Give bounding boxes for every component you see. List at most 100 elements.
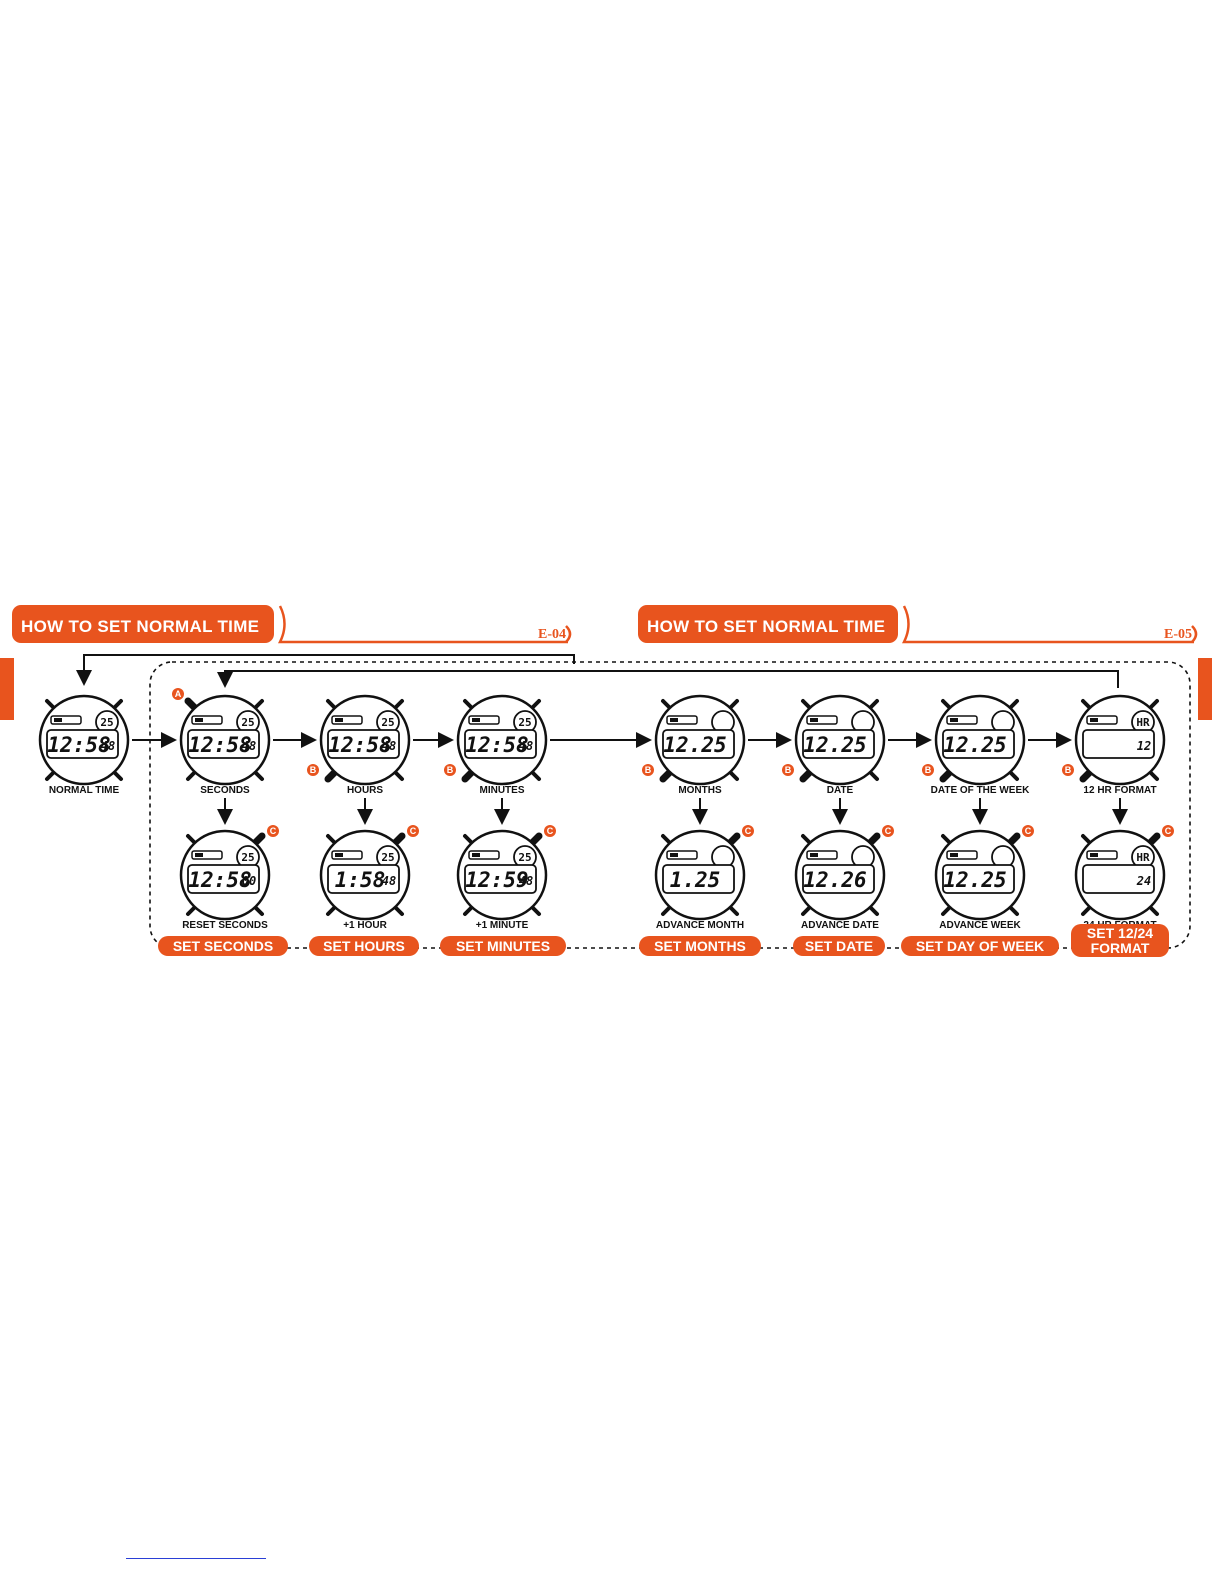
button-b-icon: B [782,764,794,776]
lcd-small-digits: 12 [1137,739,1151,753]
step-label-pill: SET MONTHS [639,936,761,956]
button-letter: B [447,765,454,775]
header-title: HOW TO SET NORMAL TIME [21,617,259,636]
button-b-icon: B [922,764,934,776]
button-b-icon: B [444,764,456,776]
circle-indicator: 25 [381,716,394,729]
lcd-main-digits: 12:58 [328,733,391,757]
step-label: SET MONTHS [654,938,746,954]
step-label: SET DAY OF WEEK [916,938,1044,954]
watch-caption: ADVANCE MONTH [656,920,744,931]
lcd-small-digits: 48 [242,739,256,753]
header-title: HOW TO SET NORMAL TIME [647,617,885,636]
circle-indicator: 25 [518,716,531,729]
button-b-icon: B [1062,764,1074,776]
step-label: SET MINUTES [456,938,550,954]
lcd-small-digits: 48 [519,739,533,753]
lcd-main-digits: 12.25 [943,868,1006,892]
section-header-right: HOW TO SET NORMAL TIME E-05 [638,605,1198,644]
bottom-watch-6: HR2424 HR FORMATC [1074,825,1174,931]
button-letter: B [310,765,317,775]
button-letter: C [547,826,554,836]
step-label-pill: SET MINUTES [440,936,566,956]
button-letter: B [1065,765,1072,775]
lcd-small-digits: 48 [519,874,533,888]
button-letter: C [745,826,752,836]
watch-display: 1.25 [654,829,746,921]
lcd-small-digits: 00 [242,874,256,888]
button-letter: A [175,689,182,699]
button-letter: C [1025,826,1032,836]
watch-caption: ADVANCE DATE [801,920,879,931]
lcd-small-digits: 48 [382,739,396,753]
watch-caption: RESET SECONDS [182,920,268,931]
lcd-main-digits: 12:58 [47,733,110,757]
step-label-pill: SET DAY OF WEEK [901,936,1059,956]
lcd-small-digits: 48 [382,874,396,888]
step-labels: SET SECONDS SET HOURS SET MINUTES SET MONTH… [158,924,1169,957]
button-letter: B [645,765,652,775]
return-line-to-normal-time [76,654,575,686]
step-label-pill: SET HOURS [309,936,419,956]
button-c-icon: C [544,825,556,837]
button-letter: B [925,765,932,775]
flow-arrows [132,732,1128,825]
circle-indicator: 25 [241,851,254,864]
lcd-main-digits: 12.25 [943,733,1006,757]
watch-caption: MONTHS [678,785,722,796]
step-label: FORMAT [1091,940,1150,956]
watch-display: 12.25 [654,694,746,786]
circle-indicator: HR [1136,716,1150,729]
watch-caption: DATE OF THE WEEK [931,785,1030,796]
button-b-icon: B [642,764,654,776]
watch-caption: +1 HOUR [343,920,387,931]
lcd-main-digits: 12:59 [465,868,528,892]
button-c-icon: C [1022,825,1034,837]
step-label: SET DATE [805,938,873,954]
lcd-main-digits: 12:58 [188,868,251,892]
circle-indicator: HR [1136,851,1150,864]
right-page-tab [1198,658,1212,720]
circle-indicator: 25 [381,851,394,864]
circle-indicator: 25 [518,851,531,864]
watch-display: HR 12 [1074,694,1166,786]
watch-caption: ADVANCE WEEK [939,920,1021,931]
return-line-to-seconds [217,670,1119,688]
page-code: E-05 [1164,627,1192,642]
watch-caption: NORMAL TIME [49,785,120,796]
button-c-icon: C [407,825,419,837]
step-label-pill: SET SECONDS [158,936,288,956]
left-page-tab [0,658,14,720]
watch-display: 12.26 [794,829,886,921]
step-label: SET SECONDS [173,938,273,954]
footer-rule [126,1558,266,1559]
watch-display: 12.25 [794,694,886,786]
watch-caption: 12 HR FORMAT [1083,785,1156,796]
button-b-icon: B [307,764,319,776]
setting-mode-boundary [149,661,1191,949]
step-label: SET 12/24 [1087,925,1153,941]
lcd-main-digits: 12.26 [803,868,866,892]
watch-caption: DATE [827,785,854,796]
lcd-main-digits: 12:58 [465,733,528,757]
lcd-main-digits: 1.25 [670,868,721,892]
